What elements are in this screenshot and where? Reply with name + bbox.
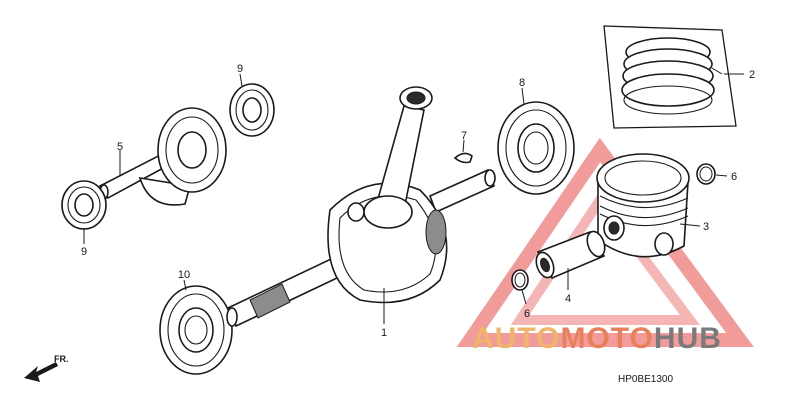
label-part-9-upper: 9 xyxy=(237,63,243,75)
label-part-6-upper: 6 xyxy=(731,171,737,183)
direction-label: FR. xyxy=(54,354,69,364)
diagram-code: HP0BE1300 xyxy=(618,374,673,385)
piston-pin-clip-upper[interactable] xyxy=(696,163,716,185)
crankshaft[interactable] xyxy=(226,86,496,328)
direction-indicator: FR. xyxy=(24,354,69,382)
label-part-4: 4 xyxy=(565,293,571,305)
label-part-10: 10 xyxy=(178,269,190,281)
piston-pin-clip-lower[interactable] xyxy=(511,269,529,291)
label-part-1: 1 xyxy=(381,327,387,339)
leader-lines xyxy=(83,73,744,324)
balancer-shaft[interactable] xyxy=(98,107,227,206)
woodruff-key[interactable] xyxy=(453,152,473,164)
label-part-2: 2 xyxy=(749,69,755,81)
watermark-text-auto: AUTOMOTOHUB xyxy=(472,322,722,355)
label-part-6-lower: 6 xyxy=(524,308,530,320)
piston-rings[interactable] xyxy=(603,25,737,129)
label-part-7: 7 xyxy=(461,130,467,142)
bearing-left-upper[interactable] xyxy=(229,83,275,137)
piston[interactable] xyxy=(596,153,690,258)
bearing-left-lower[interactable] xyxy=(61,180,107,230)
bearing-right[interactable] xyxy=(497,101,575,195)
label-part-5: 5 xyxy=(117,141,123,153)
bearing-crank-left[interactable] xyxy=(159,285,233,375)
label-part-9-lower: 9 xyxy=(81,246,87,258)
part-labels: 1 2 3 4 5 6 6 7 8 9 9 10 xyxy=(81,63,755,339)
piston-pin[interactable] xyxy=(533,229,608,280)
label-part-3: 3 xyxy=(703,221,709,233)
label-part-8: 8 xyxy=(519,77,525,89)
arrow-left-down-icon xyxy=(24,362,58,382)
watermark-logo: AUTOMOTOHUB xyxy=(472,322,722,355)
